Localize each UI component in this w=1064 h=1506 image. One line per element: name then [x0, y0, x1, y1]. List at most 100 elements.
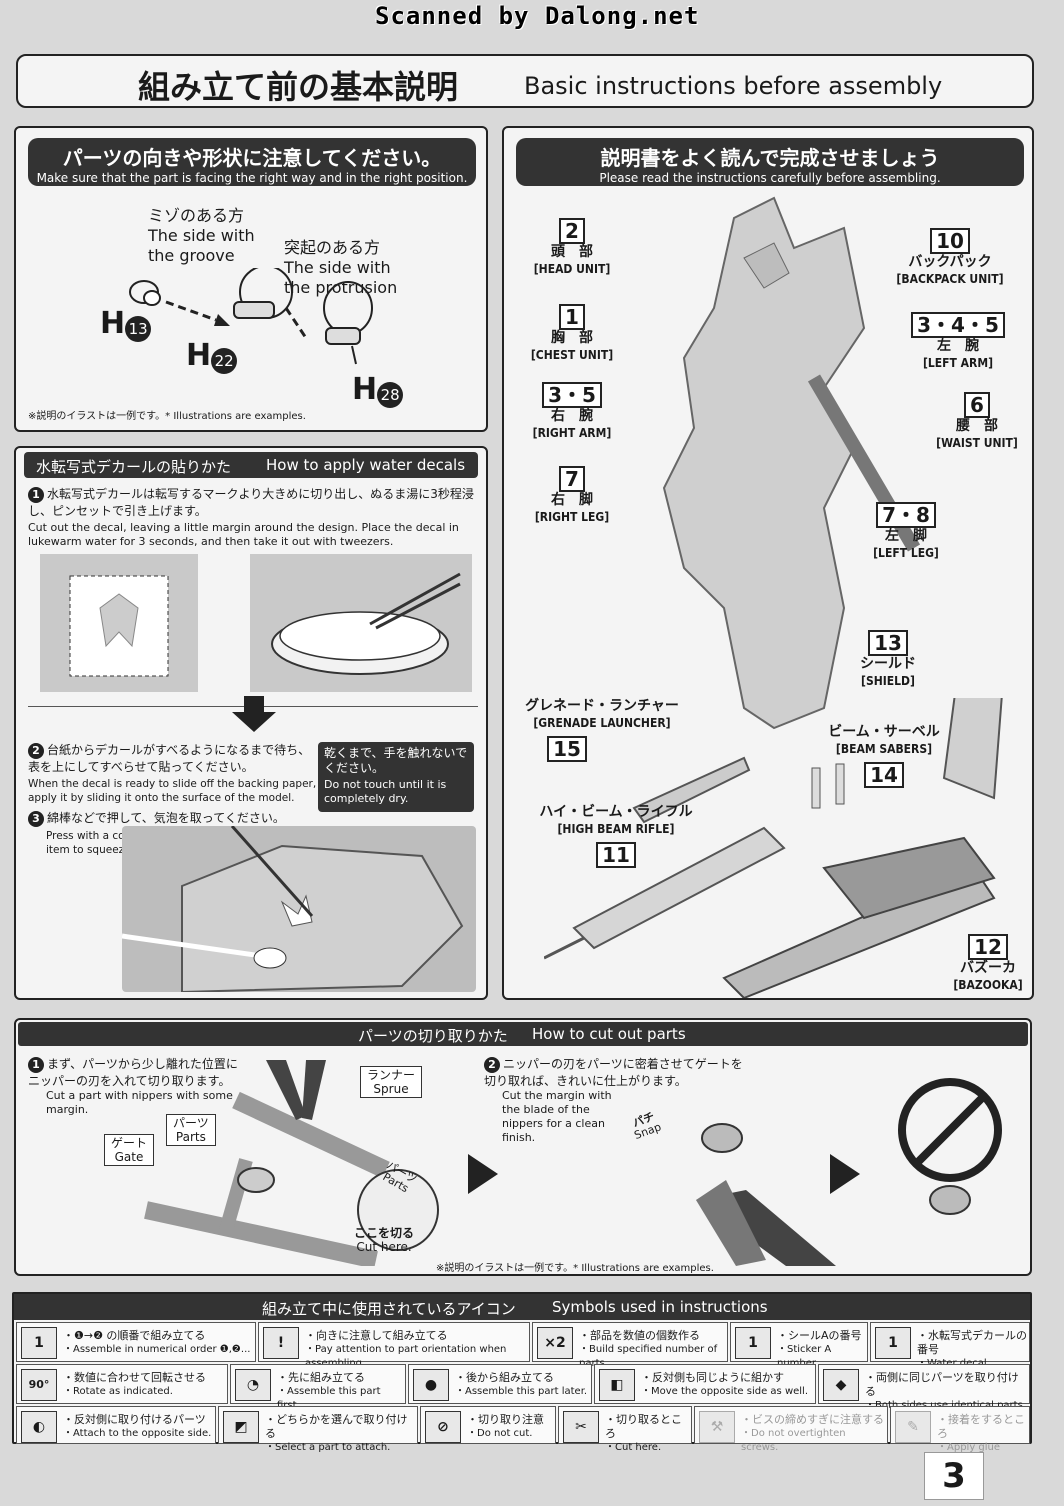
part-number-chest: 1 [559, 304, 585, 330]
cut-here-en: Cut here. [356, 1240, 412, 1254]
decals-section: 水転写式デカールの貼りかた How to apply water decals … [14, 446, 488, 1000]
part-en-right-leg: [RIGHT LEG] [534, 510, 610, 524]
symbol-en: ・Do not cut. [467, 1428, 533, 1439]
page-number-text: 3 [942, 1456, 966, 1496]
part-en-waist: [WAIST UNIT] [936, 436, 1018, 450]
part-en-left-arm: [LEFT ARM] [922, 356, 994, 370]
symbol-en: ・Sticker A number [777, 1344, 832, 1369]
symbol-jp: ・後から組み立てる [455, 1371, 554, 1384]
groove-label-jp: ミゾのある方 [148, 206, 245, 225]
symbol-jp: ・接着をするところ [937, 1413, 1025, 1440]
orientation-title: パーツの向きや形状に注意してください。 Make sure that the p… [28, 138, 476, 186]
gate-label-en: Gate [114, 1150, 144, 1164]
symbol-jp: ・どちらかを選んで取り付ける [265, 1413, 408, 1440]
part-label-right-arm: 3・5 右 腕 [RIGHT ARM] [528, 382, 616, 442]
page-header: 組み立て前の基本説明 Basic instructions before ass… [16, 54, 1034, 108]
h13-number: 13 [125, 315, 152, 342]
cut-here-jp: ここを切る [354, 1226, 415, 1240]
symbols-section: 組み立て中に使用されているアイコン Symbols used in instru… [12, 1292, 1032, 1467]
part-jp-high-beam-rifle: ハイ・ビーム・ライフル [539, 804, 693, 820]
select-part-icon: ◩ [223, 1411, 259, 1443]
symbol-jp: ・ビスの締めすぎに注意する [741, 1413, 884, 1426]
symbol-select-part: ◩ ・どちらかを選んで取り付ける・Select a part to attach… [218, 1406, 418, 1453]
read-title-jp: 説明書をよく読んで完成させましょう [600, 146, 940, 170]
part-jp-backpack: バックパック [908, 254, 992, 270]
rotate-icon: 90° [21, 1369, 57, 1401]
part-jp-left-arm: 左 腕 [937, 338, 979, 354]
h13-letter: H [100, 306, 126, 341]
symbol-jp: ・切り取り注意 [467, 1413, 544, 1426]
water-bowl-illustration [250, 554, 472, 692]
screwdriver-icon: ⚒ [699, 1411, 735, 1443]
decal-sheet-illustration [40, 554, 198, 692]
part-jp-shield: シールド [860, 656, 916, 672]
symbol-en: ・Pay attention to part orientation when … [305, 1344, 507, 1369]
decal-step1-jp: 水転写式デカールは転写するマークより大きめに切り出し、ぬるま湯に3秒程浸し、ピン… [28, 487, 474, 518]
protrusion-label-en-1: The side with [284, 258, 391, 277]
part-en-shield: [SHIELD] [861, 674, 915, 688]
symbol-jp: ・数値に合わせて回転させる [63, 1371, 206, 1384]
dry-warning-box: 乾くまで、手を触れないでください。 Do not touch until it … [318, 742, 474, 812]
cut-step1-en: Cut a part with nippers with some margin… [46, 1089, 233, 1116]
symbol-numerical-order: 1 ・❶→❷ の順番で組み立てる・Assemble in numerical o… [16, 1322, 256, 1362]
part-jp-right-leg: 右 脚 [551, 492, 593, 508]
step-arrow-icon-1 [468, 1154, 498, 1194]
cut-title-en: How to cut out parts [532, 1025, 686, 1043]
part-en-head: [HEAD UNIT] [533, 262, 611, 276]
symbols-title-en: Symbols used in instructions [552, 1298, 768, 1316]
decals-title: 水転写式デカールの貼りかた How to apply water decals [24, 452, 478, 478]
step3-badge: 3 [28, 811, 44, 827]
step-arrow-icon-2 [830, 1154, 860, 1194]
part-label-shield: 13 シールド [SHIELD] [850, 630, 926, 690]
part-label-beam-sabers: ビーム・サーベル [BEAM SABERS] 14 [814, 724, 954, 788]
page-number: 3 [924, 1452, 984, 1500]
step1-badge: 1 [28, 487, 44, 503]
runner-label-jp: ランナー [367, 1068, 416, 1082]
read-instructions-section: 説明書をよく読んで完成させましょう Please read the instru… [502, 126, 1034, 1000]
symbol-en: ・Assemble this part later. [455, 1386, 588, 1397]
cut-step2-jp: ニッパーの刃をパーツに密着させてゲートを切り取れば、きれいに仕上がります。 [484, 1057, 743, 1088]
cut-note: ※説明のイラストは一例です。* Illustrations are exampl… [436, 1263, 714, 1274]
part-number-backpack: 10 [930, 228, 970, 254]
symbol-jp: ・反対側に取り付けるパーツ [63, 1413, 206, 1426]
part-jp-waist: 腰 部 [956, 418, 998, 434]
cut-step1-badge: 1 [28, 1057, 44, 1073]
orientation-section: パーツの向きや形状に注意してください。 Make sure that the p… [14, 126, 488, 432]
part-en-right-arm: [RIGHT ARM] [532, 426, 612, 440]
symbol-do-not-cut: ⊘ ・切り取り注意・Do not cut. [420, 1406, 556, 1444]
part-number-high-beam-rifle: 11 [596, 842, 636, 868]
decals-title-jp: 水転写式デカールの貼りかた [36, 458, 232, 476]
symbol-rotate: 90° ・数値に合わせて回転させる・Rotate as indicated. [16, 1364, 228, 1404]
scan-banner: Scanned by Dalong.net [375, 2, 700, 30]
part-en-chest: [CHEST UNIT] [530, 348, 614, 362]
symbol-jp: ・向きに注意して組み立てる [305, 1329, 448, 1342]
glue-icon: ✎ [895, 1411, 931, 1443]
symbol-en: ・Rotate as indicated. [63, 1386, 173, 1397]
weapons-illustration [544, 698, 1003, 998]
part-label-bazooka: 12 バズーカ [BAZOOKA] [950, 934, 1026, 994]
water-decal-icon: 1 [875, 1327, 911, 1359]
page-title-jp: 組み立て前の基本説明 [138, 68, 459, 106]
page-title-en: Basic instructions before assembly [524, 72, 943, 100]
orientation-note: ※説明のイラストは一例です。* Illustrations are exampl… [28, 411, 306, 422]
symbol-quantity: ×2 ・部品を数値の個数作る・Build specified number of… [532, 1322, 728, 1369]
decals-title-en: How to apply water decals [266, 456, 466, 474]
h28-letter: H [352, 372, 378, 407]
decal-step2-en: When the decal is ready to slide off the… [28, 778, 317, 804]
part-label-left-leg: 7・8 左 脚 [LEFT LEG] [866, 502, 946, 562]
part-label-left-arm: 3・4・5 左 腕 [LEFT ARM] [900, 312, 1016, 372]
part-number-head: 2 [559, 218, 585, 244]
symbol-opposite-side: ◐ ・反対側に取り付けるパーツ・Attach to the opposite s… [16, 1406, 216, 1444]
orientation-title-jp: パーツの向きや形状に注意してください。 [62, 146, 442, 170]
symbol-move-opposite: ◧ ・反対側も同じように組かす・Move the opposite side a… [594, 1364, 816, 1404]
decal-step1-en: Cut out the decal, leaving a little marg… [28, 521, 459, 548]
part-label-head: 2 頭 部 [HEAD UNIT] [530, 218, 614, 278]
symbol-assemble-later: ● ・後から組み立てる・Assemble this part later. [408, 1364, 592, 1404]
gate-label-jp: ゲート [111, 1136, 148, 1150]
move-opposite-icon: ◧ [599, 1369, 635, 1401]
part-en-grenade-launcher: [GRENADE LAUNCHER] [533, 716, 671, 730]
parts-label: パーツ Parts [166, 1114, 216, 1146]
